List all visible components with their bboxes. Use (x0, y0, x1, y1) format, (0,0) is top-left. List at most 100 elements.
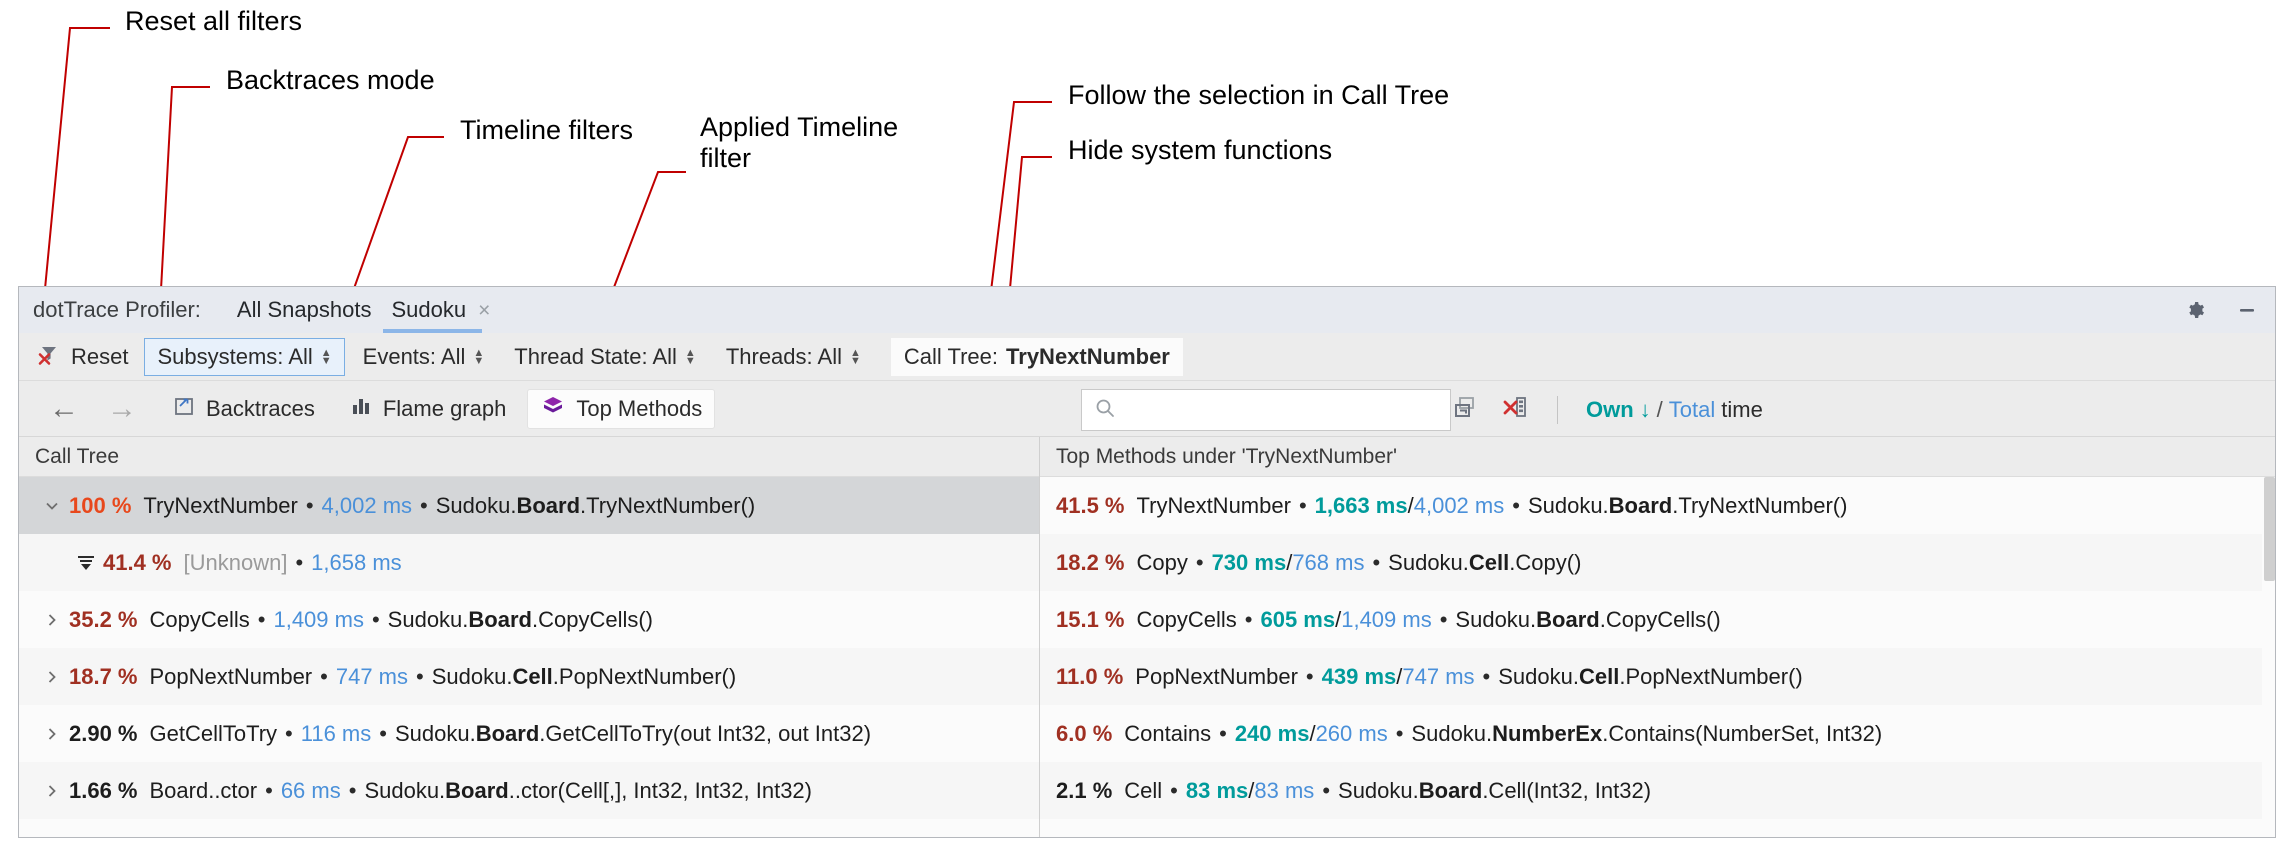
top-methods-row[interactable]: 6.0 %Contains•240 ms / 260 ms•Sudoku.Num… (1040, 705, 2275, 762)
annotation-backtraces-mode: Backtraces mode (226, 65, 435, 95)
annotation-timeline-filters: Timeline filters (460, 115, 634, 145)
row-own-time: 57 ms (1276, 835, 1338, 838)
call-tree-row[interactable]: 35.2 %CopyCells•1,409 ms•Sudoku.Board.Co… (19, 591, 1039, 648)
call-tree-row[interactable]: 1.66 %Board..ctor•66 ms•Sudoku.Board..ct… (19, 762, 1039, 819)
chevron-updown-icon: ▲▼ (684, 346, 696, 367)
row-total-time: 747 ms (1402, 663, 1475, 689)
tab-sudoku[interactable]: Sudoku × (381, 287, 500, 333)
method-signature: Sudoku.Board.CopyCells() (387, 606, 653, 632)
time-mode-total: Total (1668, 397, 1716, 422)
time-mode-slash: / (1656, 397, 1663, 422)
annotation-applied-timeline-filter: Applied Timeline filter (700, 112, 899, 174)
row-total-time: 116 ms (300, 720, 372, 746)
search-input[interactable] (1126, 397, 1426, 423)
minimize-icon[interactable] (2235, 298, 2259, 322)
row-total-time: 83 ms (1254, 777, 1315, 803)
annotation-hide-system-functions: Hide system functions (1068, 135, 1333, 165)
chevron-right-icon[interactable] (35, 610, 69, 630)
reset-filters-button[interactable]: Reset (31, 340, 138, 373)
bullet-separator: • (295, 549, 304, 575)
time-mode-toggle[interactable]: Own↓ / Total time (1586, 397, 1763, 423)
cube-icon (540, 393, 566, 425)
row-method-name: CopyCells (1136, 606, 1237, 632)
time-separator: / (1407, 492, 1414, 518)
top-methods-row[interactable]: 41.5 %TryNextNumber•1,663 ms / 4,002 ms•… (1040, 477, 2275, 534)
bullet-separator: • (229, 835, 237, 838)
row-own-time: 240 ms (1234, 720, 1310, 746)
top-methods-row[interactable]: 1.4 %GetCellToTry•57 ms / 116 ms•Sudoku.… (1040, 819, 2275, 838)
bullet-separator: • (257, 606, 266, 632)
bullet-separator: • (1195, 549, 1204, 575)
filter-events[interactable]: Events: All ▲▼ (351, 338, 497, 376)
close-icon[interactable]: × (478, 298, 491, 322)
call-tree-row[interactable]: 41.4 %[Unknown]•1,658 ms (19, 534, 1039, 591)
filter-subsystems-label: Subsystems: All (157, 343, 313, 369)
chevron-down-icon[interactable] (35, 496, 69, 516)
bullet-separator: • (1439, 606, 1448, 632)
view-mode-backtraces[interactable]: Backtraces (159, 389, 328, 429)
chevron-updown-icon: ▲▼ (849, 346, 861, 367)
sort-arrow-icon: ↓ (1639, 397, 1651, 422)
gear-icon[interactable] (2183, 298, 2207, 322)
follow-selection-icon[interactable] (1451, 394, 1479, 427)
chevron-right-icon[interactable] (35, 781, 69, 801)
call-tree-row[interactable]: 18.7 %PopNextNumber•747 ms•Sudoku.Cell.P… (19, 648, 1039, 705)
method-signature: Sudoku.Cell.PopNextNumber() (431, 663, 737, 689)
hide-system-functions-icon[interactable] (1501, 394, 1529, 427)
method-signature: Sudoku.Cell.Copy() (1388, 549, 1582, 575)
bullet-separator: • (348, 777, 357, 803)
chevron-right-icon[interactable] (35, 724, 69, 744)
call-tree-row[interactable]: 0.04 %Cell•1.4 ms•Sudoku.Board.Cell(Int3… (19, 819, 1039, 838)
top-methods-scrollbar[interactable] (2262, 477, 2275, 837)
row-total-time: 4,002 ms (1413, 492, 1505, 518)
filter-subsystems[interactable]: Subsystems: All ▲▼ (144, 337, 345, 376)
back-arrow-icon[interactable]: ← (49, 391, 79, 425)
annotation-follow-selection: Follow the selection in Call Tree (1068, 80, 1450, 110)
row-percent: 18.2 % (1056, 549, 1125, 575)
timeline-marker-icon[interactable] (69, 552, 103, 574)
row-own-time: 605 ms (1260, 606, 1336, 632)
view-mode-top-methods[interactable]: Top Methods (527, 388, 716, 429)
row-total-time: 1,409 ms (273, 606, 364, 632)
bullet-separator: • (1395, 720, 1404, 746)
tab-all-snapshots[interactable]: All Snapshots (227, 287, 382, 333)
bullet-separator: • (1372, 549, 1381, 575)
row-percent: 41.4 % (103, 549, 172, 575)
row-percent: 100 % (69, 492, 132, 518)
row-percent: 35.2 % (69, 606, 138, 632)
bullet-separator: • (1482, 663, 1491, 689)
filter-threads[interactable]: Threads: All ▲▼ (714, 338, 873, 376)
search-box[interactable] (1081, 389, 1451, 431)
signature-type: Board (468, 606, 532, 632)
top-methods-row[interactable]: 18.2 %Copy•730 ms / 768 ms•Sudoku.Cell.C… (1040, 534, 2275, 591)
bullet-separator: • (1512, 492, 1520, 518)
signature-type: Board (1418, 777, 1483, 803)
applied-filter-call-tree[interactable]: Call Tree: TryNextNumber (890, 337, 1183, 376)
applied-filter-value: TryNextNumber (1006, 343, 1170, 369)
chevron-right-icon[interactable] (35, 667, 69, 687)
scrollbar-thumb[interactable] (2264, 477, 2275, 581)
row-method-name: Contains (1124, 720, 1212, 746)
row-total-time: 1,658 ms (311, 549, 402, 575)
reset-filter-icon (35, 340, 63, 373)
filter-thread-state[interactable]: Thread State: All ▲▼ (502, 338, 708, 376)
call-tree-header: Call Tree (19, 437, 1039, 477)
forward-arrow-icon[interactable]: → (107, 391, 137, 425)
signature-type: Board (1536, 606, 1600, 632)
call-tree-rows: 100 %TryNextNumber•4,002 ms•Sudoku.Board… (19, 477, 1039, 838)
chevron-updown-icon: ▲▼ (473, 346, 485, 367)
view-mode-flame-graph[interactable]: Flame graph (336, 389, 520, 429)
backtraces-icon (172, 394, 196, 424)
top-methods-row[interactable]: 11.0 %PopNextNumber•439 ms / 747 ms•Sudo… (1040, 648, 2275, 705)
method-signature: Sudoku.Board.GetCellToTry(out Int32, out… (1438, 835, 1914, 838)
reset-label: Reset (71, 343, 129, 369)
top-methods-row[interactable]: 15.1 %CopyCells•605 ms / 1,409 ms•Sudoku… (1040, 591, 2275, 648)
bullet-separator: • (1260, 835, 1268, 838)
call-tree-row[interactable]: 2.90 %GetCellToTry•116 ms•Sudoku.Board.G… (19, 705, 1039, 762)
signature-type: Cell (1468, 549, 1510, 575)
view-toolbar: ← → Backtraces Flame graph Top Methods (19, 381, 2275, 437)
call-tree-row[interactable]: 100 %TryNextNumber•4,002 ms•Sudoku.Board… (19, 477, 1039, 534)
top-methods-row[interactable]: 2.1 %Cell•83 ms / 83 ms•Sudoku.Board.Cel… (1040, 762, 2275, 819)
content-panes: Call Tree 100 %TryNextNumber•4,002 ms•Su… (19, 437, 2275, 838)
bullet-separator: • (1219, 720, 1227, 746)
